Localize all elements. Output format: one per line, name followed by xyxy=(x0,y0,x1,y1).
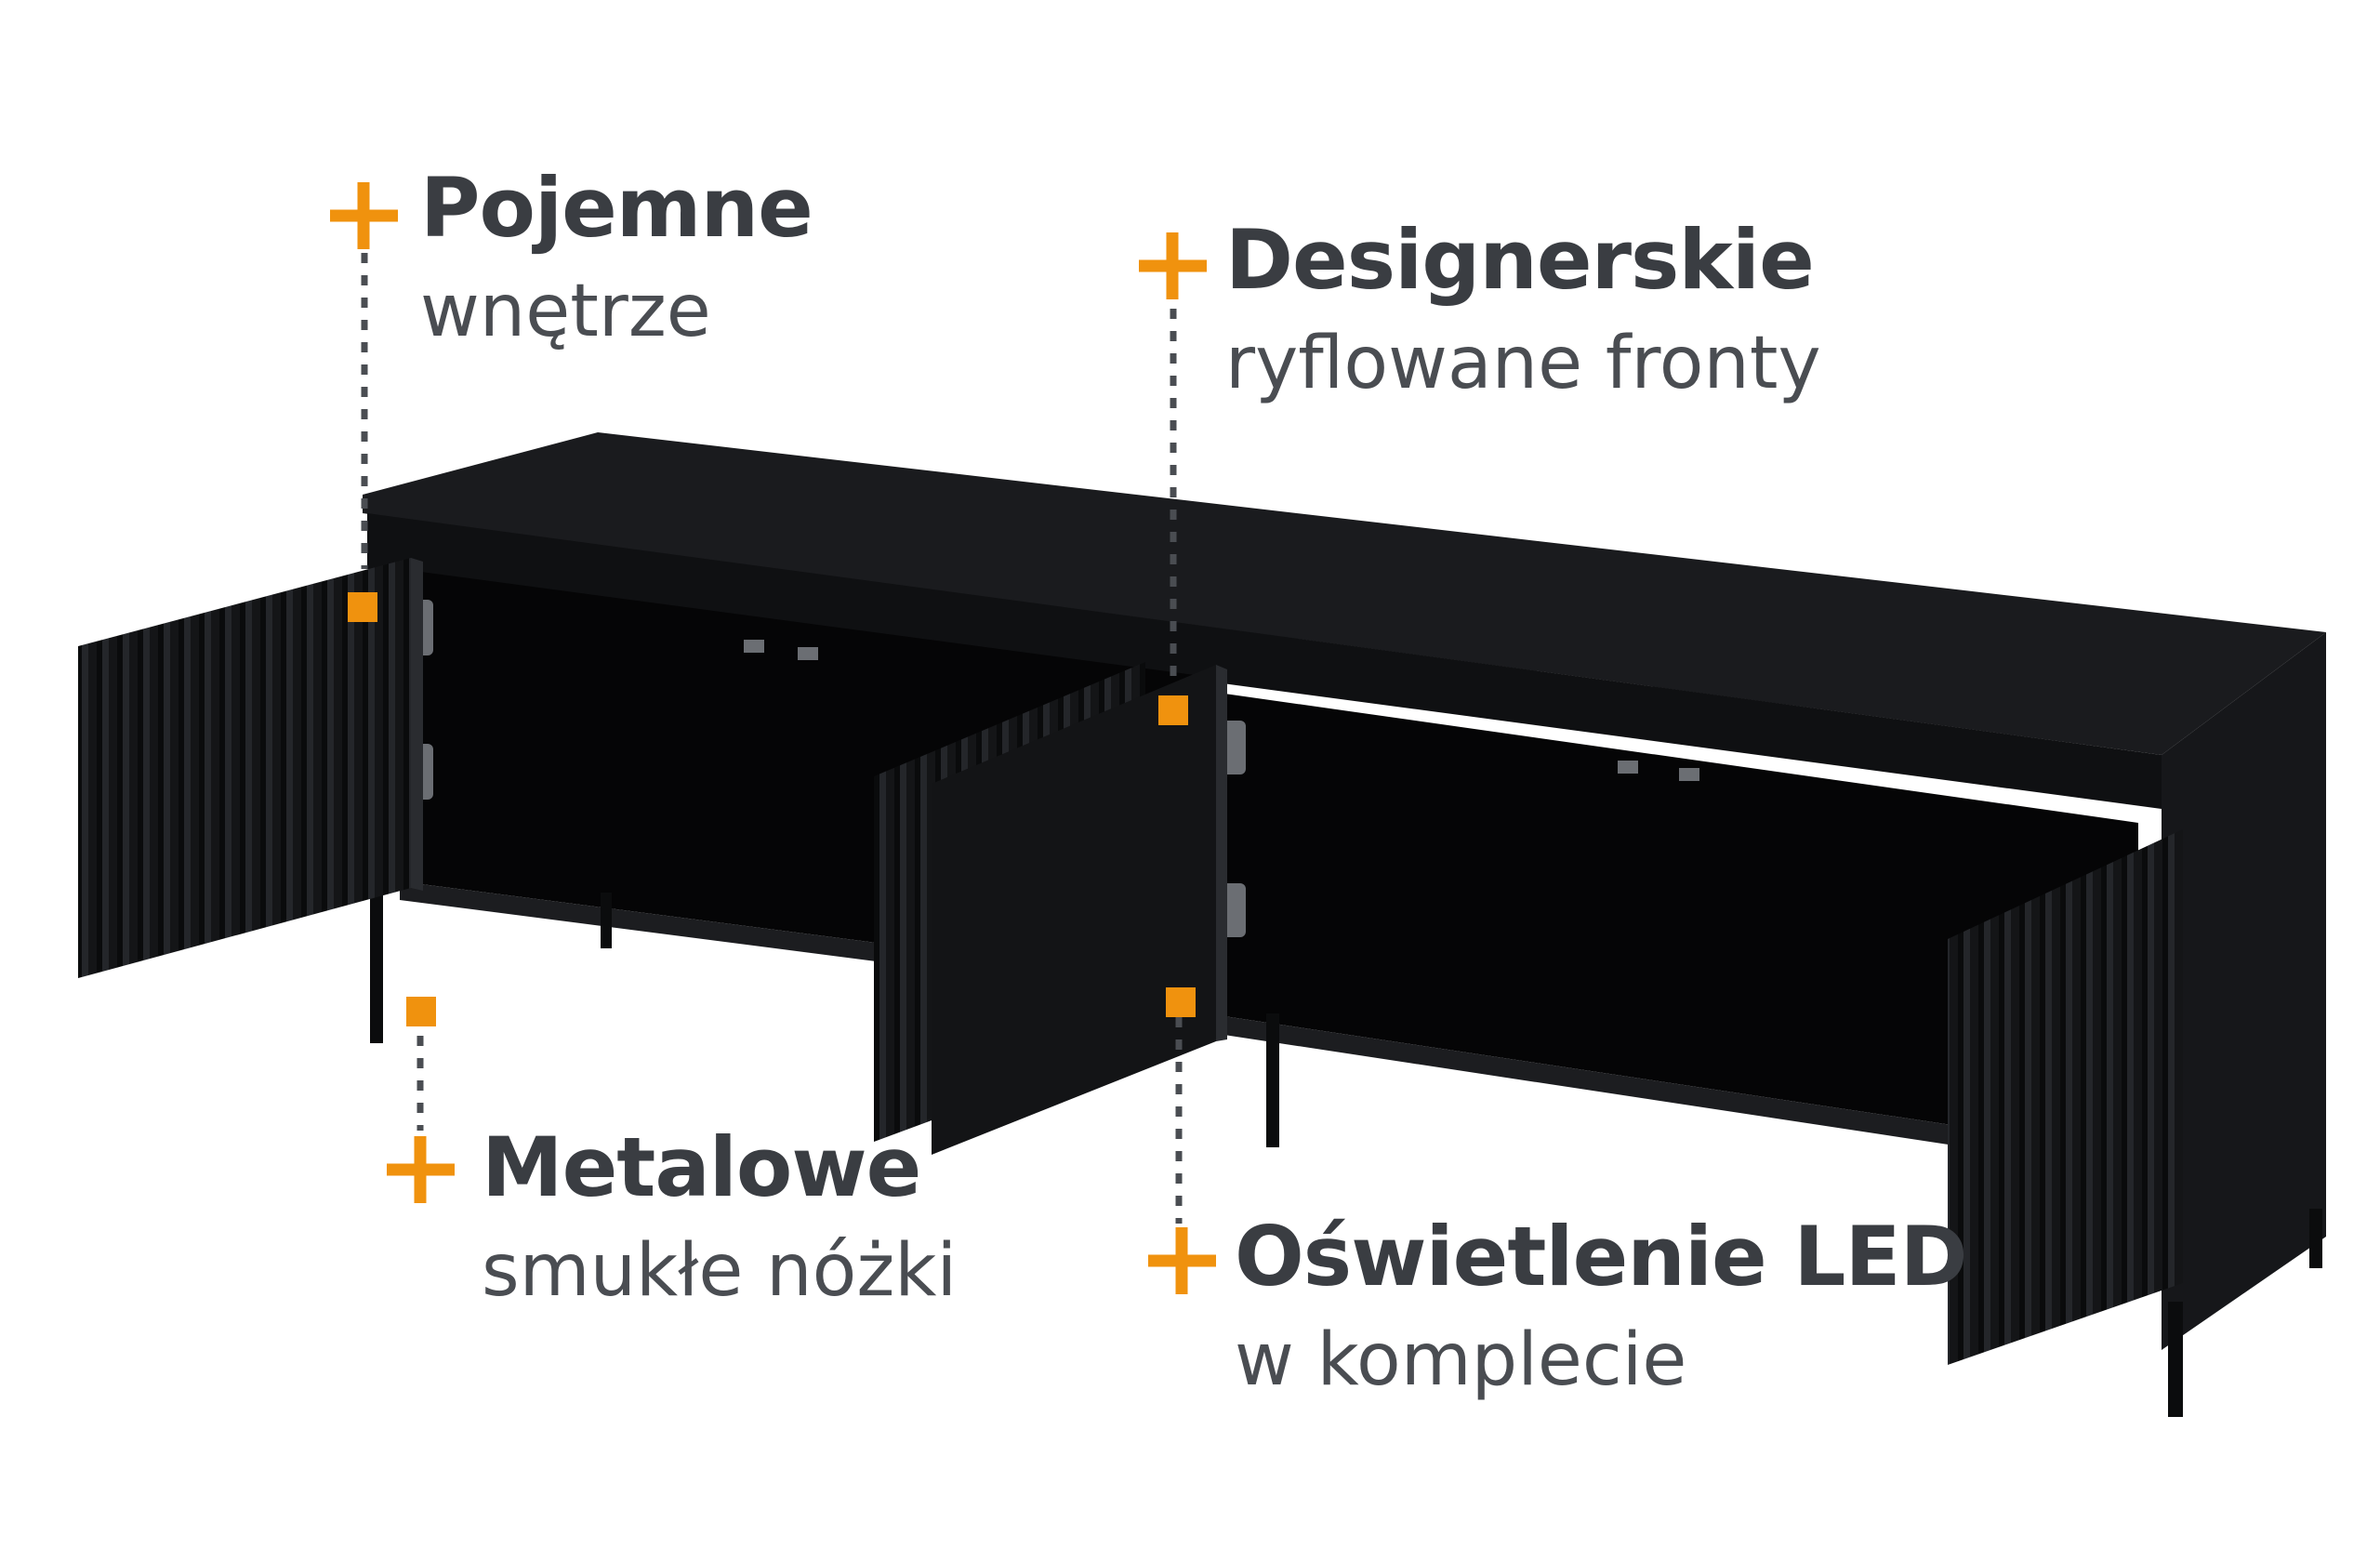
cabinet-rail xyxy=(367,513,2162,809)
marker-square xyxy=(406,997,436,1026)
callout-subtitle: smukłe nóżki xyxy=(482,1229,958,1313)
callout-subtitle: wnętrze xyxy=(420,270,711,353)
callout-title: Designerskie xyxy=(1225,212,1815,308)
door-left xyxy=(78,558,411,978)
callout-interior: Pojemne wnętrze xyxy=(420,160,813,366)
plus-icon xyxy=(1148,1227,1216,1294)
cabinet-side xyxy=(2162,632,2326,1350)
callout-legs: Metalowe smukłe nóżki xyxy=(482,1119,957,1326)
door-middle-plain xyxy=(932,665,1216,1155)
plus-icon xyxy=(330,182,398,249)
callout-title: Metalowe xyxy=(482,1119,921,1215)
plus-icon xyxy=(387,1136,455,1203)
marker-square xyxy=(1166,987,1196,1017)
marker-squares xyxy=(348,592,1196,1026)
callout-fronts: Designerskie ryflowane fronty xyxy=(1225,212,1821,418)
plus-icons xyxy=(330,182,1216,1294)
door-right xyxy=(1948,829,2183,1365)
plus-icon xyxy=(1139,232,1207,299)
callout-title: Pojemne xyxy=(420,160,813,256)
marker-square xyxy=(348,592,377,622)
callout-led: Oświetlenie LED w komplecie xyxy=(1235,1209,1968,1415)
marker-square xyxy=(1158,695,1188,725)
cabinet-top xyxy=(363,432,2326,755)
callout-subtitle: ryflowane fronty xyxy=(1225,322,1821,405)
compartment-right xyxy=(1218,693,2138,1153)
callout-subtitle: w komplecie xyxy=(1235,1318,1687,1402)
callout-title: Oświetlenie LED xyxy=(1235,1209,1968,1304)
leader-lines xyxy=(361,253,1183,1224)
